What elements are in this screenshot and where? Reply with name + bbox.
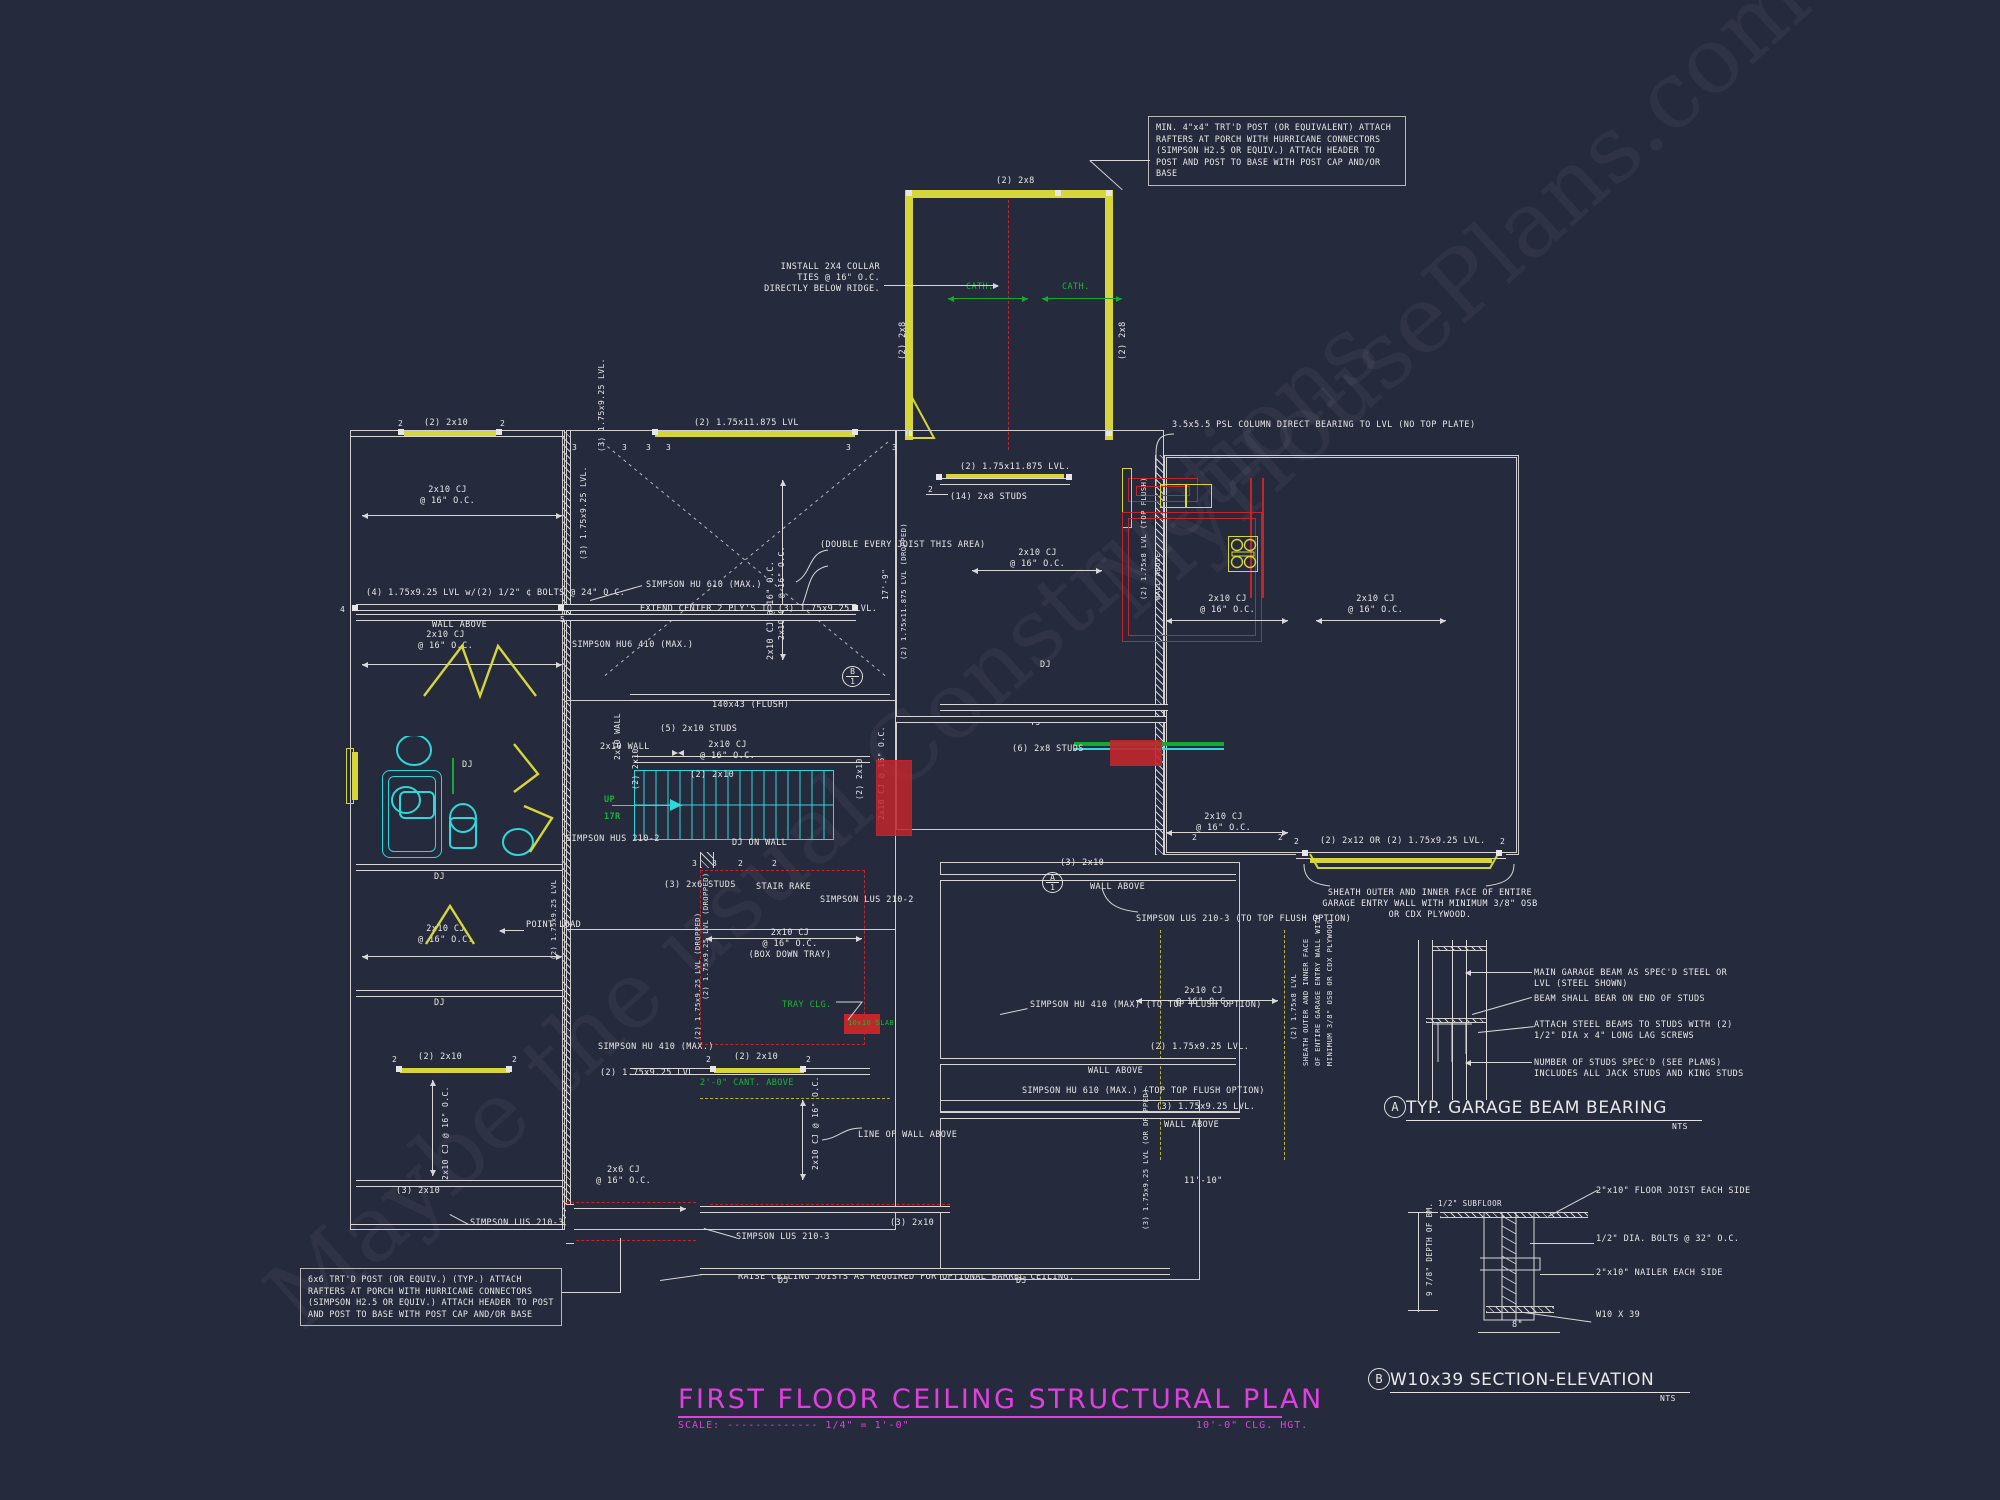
- note-porch-post-bottom: 6x6 TRT'D POST (OR EQUIV.) (TYP.) ATTACH…: [300, 1268, 562, 1327]
- note-porch-post-top: MIN. 4"x4" TRT'D POST (OR EQUIVALENT) AT…: [1148, 116, 1406, 186]
- garage-header-bracket: [1309, 853, 1499, 869]
- detail-b-callout-2: 1/2" DIA. BOLTS @ 32" O.C.: [1596, 1234, 1740, 1244]
- label-dropped-lvl-left: (2) 1.75x11.875 LVL (DROPPED): [899, 522, 908, 660]
- label-lvl-3-left: (3) 1.75x9.25 LVL.: [579, 466, 588, 560]
- note-double-joist: (DOUBLE EVERY JOIST THIS AREA): [820, 540, 986, 550]
- detail-a-callout-3: ATTACH STEEL BEAMS TO STUDS WITH (2) 1/2…: [1534, 1020, 1733, 1041]
- label-stair-rake: STAIR RAKE: [756, 882, 812, 892]
- stair-treads: [634, 770, 834, 840]
- label-14-2x8-studs: (14) 2x8 STUDS: [950, 492, 1028, 502]
- label-3-2x6-studs: (3) 2x6 STUDS: [664, 880, 736, 890]
- detail-b-callout-4: W10 X 39: [1596, 1310, 1641, 1320]
- label-simpson-lus-bl: SIMPSON LUS 210-3: [470, 1218, 564, 1228]
- label-tray-clg: TRAY CLG.: [782, 1000, 832, 1010]
- label-extend-center: EXTEND CENTER 2 PLY'S TO (3) 1.75x9.25 L…: [640, 604, 878, 614]
- label-wall-above-r2: WALL ABOVE: [1088, 1066, 1144, 1076]
- detail-a-bubble[interactable]: A: [1384, 1096, 1406, 1118]
- label-simpson-hu610-left: SIMPSON HU 610 (MAX.): [646, 580, 762, 590]
- door-swing-b: [523, 804, 554, 853]
- label-dj-bath: DJ: [462, 760, 474, 770]
- label-simpson-hus210-2: SIMPSON HUS 210-2: [566, 834, 660, 844]
- stud-count-a: 2: [398, 419, 404, 428]
- label-simpson-hu46: SIMPSON HU6 410 (MAX.): [572, 640, 694, 650]
- lag-screw-icon: [1432, 1022, 1472, 1062]
- label-6-2x8-studs: (6) 2x8 STUDS: [1012, 744, 1084, 754]
- label-wall-above-left: WALL ABOVE: [432, 620, 488, 630]
- label-140x43-flush: 140x43 (FLUSH): [712, 700, 790, 710]
- label-lvl-top: (2) 1.75x11.875 LVL: [694, 418, 799, 428]
- detail-a-callout-4: NUMBER OF STUDS SPEC'D (SEE PLANS) INCLU…: [1534, 1058, 1744, 1079]
- label-simpson-hu410-r: SIMPSON HU 410 (MAX) (TO TOP FLUSH OPTIO…: [1030, 1000, 1262, 1010]
- cooktop-icon: [1230, 538, 1257, 569]
- label-hdr-2x8-porch-right: (2) 2x8: [1118, 321, 1128, 360]
- detail-b-width: 8": [1512, 1320, 1524, 1330]
- label-2x10-wall: 2x10 WALL: [600, 742, 650, 752]
- dim-17-9: 17'-9": [881, 568, 890, 600]
- label-wall-above-r1: WALL ABOVE: [1090, 882, 1146, 892]
- detail-b-depth: 9 7/8" DEPTH OF BM.: [1425, 1202, 1434, 1296]
- label-riser-count: 17R: [604, 812, 621, 822]
- label-cath-left: CATH.: [966, 282, 994, 292]
- label-dj-right: DJ: [1040, 660, 1052, 670]
- sheet-ceiling-height: 10'-0" CLG. HGT.: [1196, 1420, 1309, 1431]
- detail-b-nts: NTS: [1660, 1394, 1676, 1403]
- w-beam-section: [1480, 1212, 1541, 1321]
- label-simpson-hu610-r: SIMPSON HU 610 (MAX.) (TOP TOP FLUSH OPT…: [1022, 1086, 1265, 1096]
- label-2x10cj-upperleft: 2x10 CJ @ 16" O.C.: [420, 485, 476, 506]
- roof-hip-left-2: [424, 903, 476, 945]
- label-up: UP: [604, 795, 616, 805]
- up-arrow-icon: [670, 799, 682, 811]
- psl-leader: [1155, 433, 1175, 488]
- stud-count-b: 2: [500, 419, 506, 428]
- bath-fixtures: [391, 736, 534, 856]
- detail-a-callout-1: MAIN GARAGE BEAM AS SPEC'D STEEL OR LVL …: [1534, 968, 1728, 989]
- note-collar-ties: INSTALL 2X4 COLLAR TIES @ 16" O.C. DIREC…: [764, 262, 880, 294]
- label-dim-11-10: 11'-10": [1184, 1176, 1223, 1186]
- simpson-leader-r: [1101, 887, 1139, 913]
- sheet-scale: SCALE: ------------- 1/4" = 1'-0": [678, 1420, 910, 1431]
- detail-b-callout-3: 2"x10" NAILER EACH SIDE: [1596, 1268, 1723, 1278]
- door-swing-a: [513, 743, 540, 793]
- tray-leader: [836, 1001, 864, 1021]
- label-dj-on-wall: DJ ON WALL: [732, 838, 788, 848]
- label-garage-header: (2) 2x12 OR (2) 1.75x9.25 LVL.: [1320, 836, 1486, 846]
- label-lvl-4-bolts: (4) 1.75x9.25 LVL w/(2) 1/2" ¢ BOLTS @ 2…: [366, 588, 626, 598]
- label-simpson-lus210-2: SIMPSON LUS 210-2: [820, 895, 914, 905]
- porch-rafter-left: [907, 389, 936, 439]
- label-hdr-2x10-topleft: (2) 2x10: [424, 418, 469, 428]
- label-cath-right: CATH.: [1062, 282, 1090, 292]
- note-sheath-garage: SHEATH OUTER AND INNER FACE OF ENTIRE GA…: [1322, 888, 1538, 920]
- detail-a-title: TYP. GARAGE BEAM BEARING: [1406, 1098, 1668, 1118]
- label-tj: TJ: [1030, 718, 1042, 728]
- roof-hip-left: [423, 643, 537, 700]
- note-raise-joists: RAISE CEILING JOISTS AS REQUIRED FOR OPT…: [738, 1272, 1075, 1282]
- detail-b-subfloor: 1/2" SUBFLOOR: [1438, 1199, 1502, 1208]
- diagonal-bracing: [601, 441, 889, 679]
- label-cant-above: 2'-0" CANT. ABOVE: [700, 1078, 794, 1088]
- label-hdr-2x8-porch: (2) 2x8: [996, 176, 1035, 186]
- label-5-2x10-studs: (5) 2x10 STUDS: [660, 724, 738, 734]
- label-hdr-2x10-stair: (2) 2x10: [690, 770, 735, 780]
- label-simpson-hu410-bc: SIMPSON HU 410 (MAX.): [598, 1042, 714, 1052]
- red-hatch-column: [876, 760, 912, 836]
- note-psl-column: 3.5x5.5 PSL COLUMN DIRECT BEARING TO LVL…: [1172, 420, 1476, 430]
- label-simpson-lus210-3-bc: SIMPSON LUS 210-3: [736, 1232, 830, 1242]
- detail-b-callout-1: 2"x10" FLOOR JOIST EACH SIDE: [1596, 1186, 1751, 1196]
- detail-a-nts: NTS: [1672, 1122, 1688, 1131]
- sheet-title: FIRST FLOOR CEILING STRUCTURAL PLAN: [678, 1384, 1324, 1415]
- sheath-leaders: [1303, 863, 1515, 887]
- detail-a-callout-2: BEAM SHALL BEAR ON END OF STUDS: [1534, 994, 1706, 1004]
- label-simpson-lus-flush: SIMPSON LUS 210-3 (TO TOP FLUSH OPTION): [1136, 914, 1352, 924]
- label-hdr-2x8-porch-left: (2) 2x8: [898, 321, 908, 360]
- detail-b-title: W10x39 SECTION-ELEVATION: [1390, 1370, 1655, 1390]
- note-line-of-wall: LINE OF WALL ABOVE: [858, 1130, 958, 1140]
- label-point-load: POINT LOAD: [526, 920, 582, 930]
- line-of-wall-leader: [821, 1127, 863, 1141]
- detail-b-bubble[interactable]: B: [1368, 1368, 1390, 1390]
